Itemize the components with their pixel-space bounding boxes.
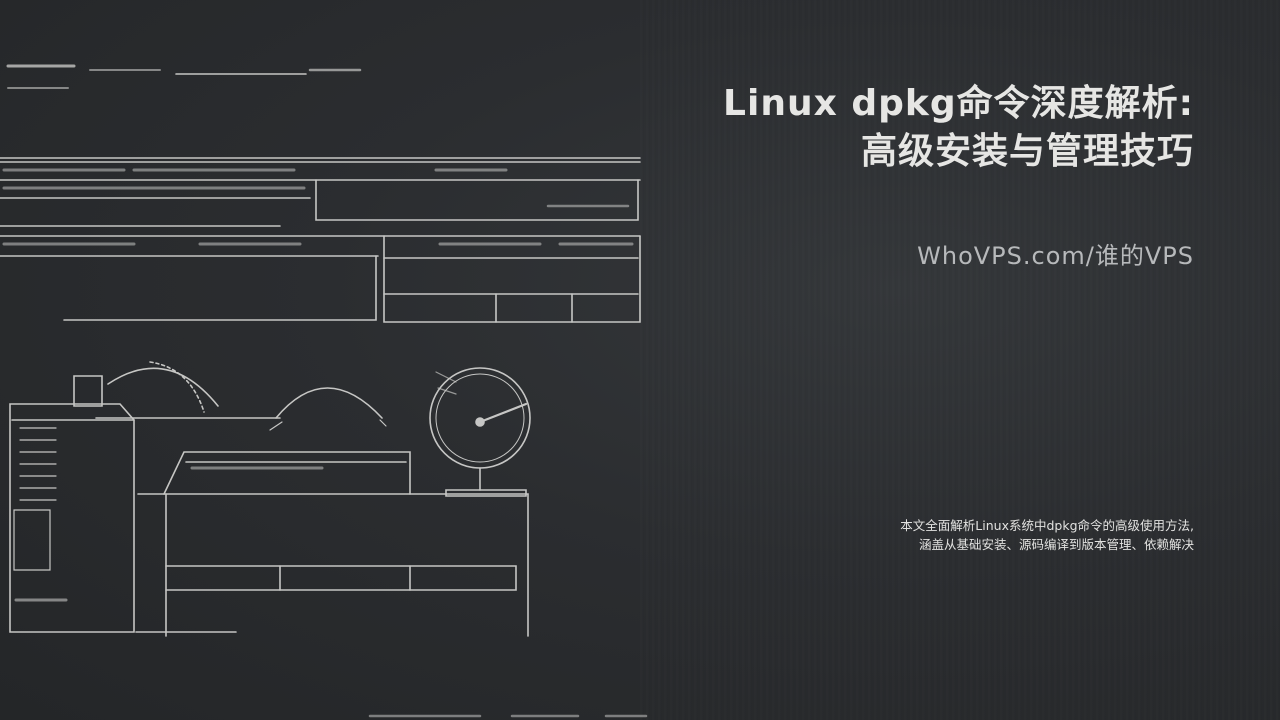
hardware-sketch-illustration [0, 0, 660, 720]
title-line-2: 高级安装与管理技巧 [860, 131, 1194, 172]
article-title: Linux dpkg命令深度解析: 高级安装与管理技巧 [634, 80, 1194, 176]
article-description: 本文全面解析Linux系统中dpkg命令的高级使用方法, 涵盖从基础安装、源码编… [774, 516, 1194, 554]
background-texture [640, 0, 1280, 720]
description-line-2: 涵盖从基础安装、源码编译到版本管理、依赖解决 [918, 537, 1194, 552]
title-line-1: Linux dpkg命令深度解析: [723, 83, 1194, 124]
site-watermark: WhoVPS.com/谁的VPS [917, 242, 1194, 270]
description-line-1: 本文全面解析Linux系统中dpkg命令的高级使用方法, [900, 518, 1194, 533]
